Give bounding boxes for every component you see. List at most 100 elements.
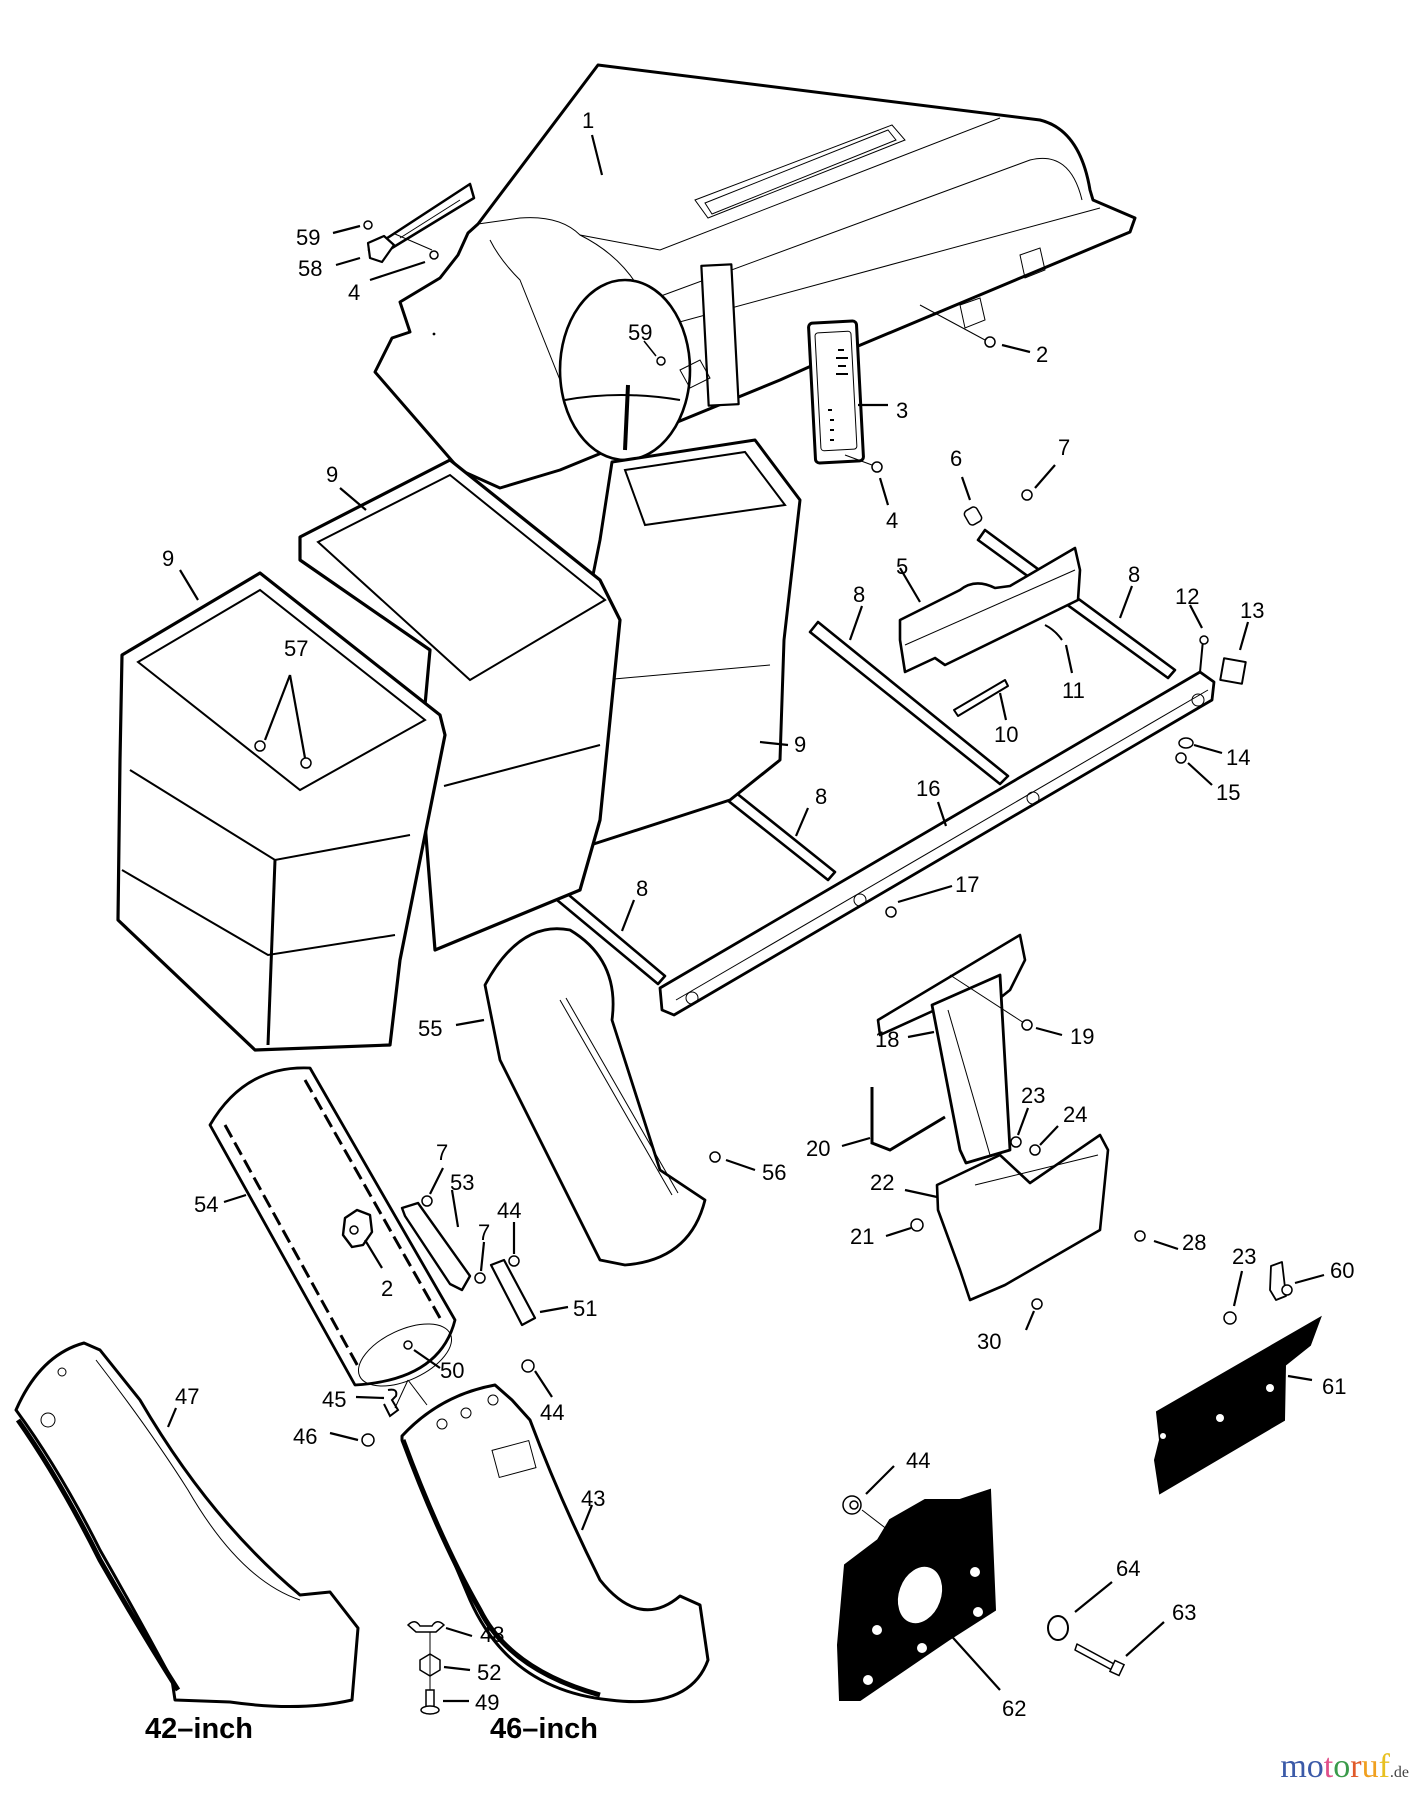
part-45-clip[interactable] [383,1388,400,1418]
part-60-clip-nut[interactable] [1269,1261,1293,1301]
part-51-strap[interactable] [489,1258,537,1327]
screw-4-top [394,233,439,260]
callout-9-middle: 9 [326,462,338,487]
callout-1: 1 [582,108,594,133]
nut-7-tube-b [474,1272,486,1284]
part-10-pin[interactable] [953,679,1009,717]
nut-30 [1031,1298,1043,1310]
screw-4-indicator [871,461,883,473]
watermark-letter: u [1361,1748,1379,1785]
callout-7-tube-b: 7 [478,1220,490,1245]
callout-52: 52 [477,1660,501,1685]
nut-44-weight [842,1495,889,1531]
callout-45: 45 [322,1387,346,1412]
callout-64: 64 [1116,1556,1140,1581]
callout-13: 13 [1240,598,1264,623]
watermark-tld: .de [1389,1764,1409,1781]
callout-18: 18 [875,1027,899,1052]
callout-62: 62 [1002,1696,1026,1721]
part-9-bag-front[interactable] [116,571,447,1052]
callout-44-tube: 44 [497,1198,521,1223]
part-1-hopper-lid[interactable] [373,63,1137,490]
callout-28: 28 [1182,1230,1206,1255]
callout-48: 48 [480,1622,504,1647]
callout-59-lid: 59 [628,320,652,345]
nut-59-top [363,220,373,230]
screw-57-b [300,757,312,769]
callout-44-weight: 44 [906,1448,930,1473]
watermark-letter: o [1306,1748,1324,1785]
nut-7-tube-a [421,1195,433,1207]
callout-8-d: 8 [636,876,648,901]
part-53-bracket[interactable] [400,1201,472,1292]
callout-17: 17 [955,872,979,897]
callout-10: 10 [994,722,1018,747]
callout-6: 6 [950,446,962,471]
callout-55: 55 [418,1016,442,1041]
nut-44-tube [508,1255,520,1267]
callout-7-tube-a: 7 [436,1140,448,1165]
callout-59-top: 59 [296,225,320,250]
part-62-weight-plates[interactable] [836,1488,997,1701]
callout-3: 3 [896,398,908,423]
nut-15 [1175,752,1187,764]
callout-4-top: 4 [348,280,360,305]
callout-24: 24 [1063,1102,1087,1127]
callout-47: 47 [175,1384,199,1409]
bolt-21 [910,1218,924,1232]
watermark-letter: f [1378,1748,1390,1785]
callout-14: 14 [1226,745,1250,770]
part-5-bracket[interactable] [898,546,1082,674]
callout-23-hitch: 23 [1021,1083,1045,1108]
part-9-bag-middle[interactable] [298,458,622,952]
callout-8-b: 8 [1128,562,1140,587]
bushing-6 [963,506,983,526]
callout-50: 50 [440,1358,464,1383]
bolt-23-hitch [1010,1136,1022,1148]
callout-20: 20 [806,1136,830,1161]
watermark-letter: m [1280,1748,1307,1785]
part-22-hitch-bracket[interactable] [935,1133,1110,1302]
callout-8-a: 8 [853,582,865,607]
nut-28 [1134,1230,1146,1242]
variant-label-46-inch: 46–inch [490,1713,598,1745]
callout-51: 51 [573,1296,597,1321]
callout-9-back: 9 [794,732,806,757]
part-61-mount-plate[interactable] [1153,1315,1322,1495]
callout-8-c: 8 [815,784,827,809]
nut-44-chute [521,1359,535,1373]
callout-43: 43 [581,1486,605,1511]
watermark-letter: o [1333,1748,1351,1785]
callout-63: 63 [1172,1600,1196,1625]
callout-2-lid: 2 [1036,342,1048,367]
callout-44-chute: 44 [540,1400,564,1425]
bolt-23-plate [1223,1311,1237,1325]
part-58-handle[interactable] [366,182,476,264]
part-3-indicator[interactable] [807,319,865,465]
bolt-49 [420,1689,440,1715]
part-55-chute-upper[interactable] [483,927,707,1267]
callout-49: 49 [475,1690,499,1715]
bolt-19 [1021,1019,1033,1031]
bolt-12 [1199,635,1209,673]
end-cap-13[interactable] [1219,657,1247,685]
callout-4-indicator: 4 [886,508,898,533]
watermark-logo: motoruf.de [1280,1748,1409,1786]
part-54-chute-tube[interactable] [208,1066,461,1399]
nut-59-lid [656,356,666,366]
callout-5: 5 [896,554,908,579]
part-8-rod-mid[interactable] [808,620,1010,786]
callout-2-tube: 2 [381,1276,393,1301]
callout-56: 56 [762,1160,786,1185]
washer-14 [1178,737,1194,749]
screw-56 [709,1151,721,1163]
callout-23-plate: 23 [1232,1244,1256,1269]
part-20-hitch-pin[interactable] [870,1087,946,1152]
part-11-clip[interactable] [1044,624,1063,641]
part-47-chute-42-inch[interactable] [14,1341,360,1709]
part-18-post[interactable] [930,973,1012,1165]
part-8-rod-right[interactable] [976,528,1177,680]
part-43-chute-46-inch[interactable] [400,1383,710,1704]
callout-9-front: 9 [162,546,174,571]
callout-30: 30 [977,1329,1001,1354]
